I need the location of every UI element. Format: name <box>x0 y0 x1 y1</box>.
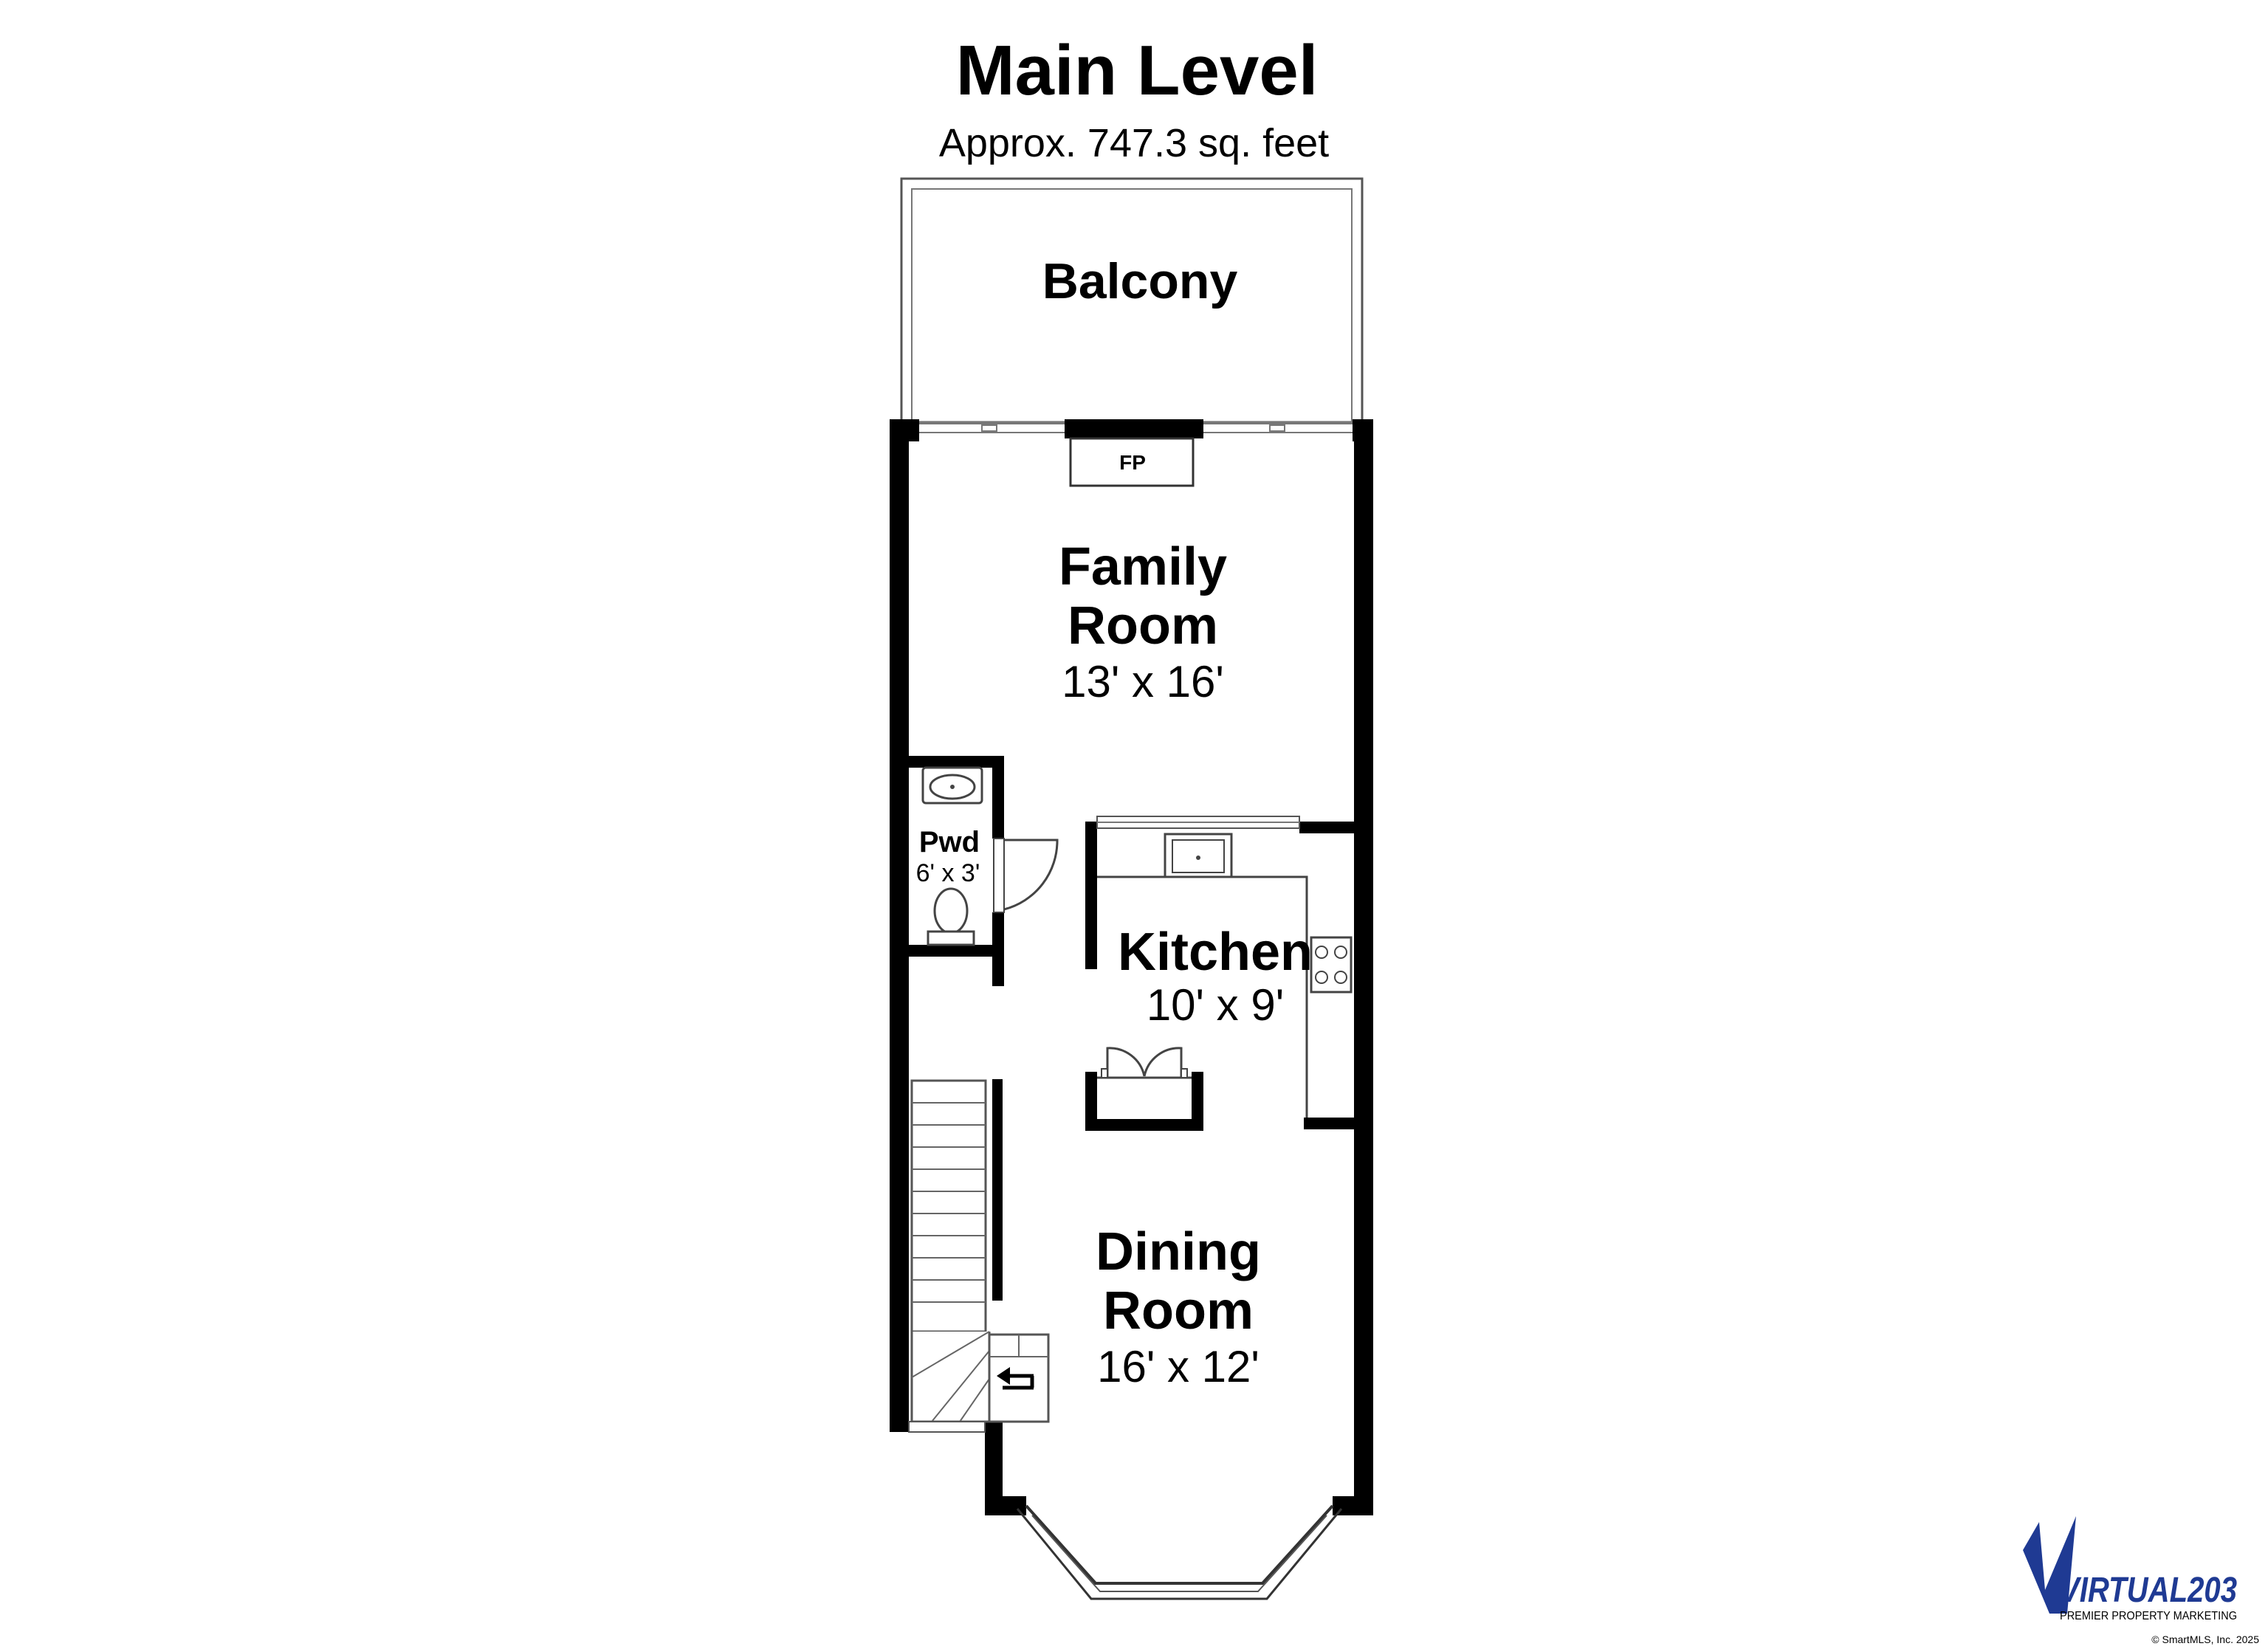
kitchen-dims: 10' x 9' <box>1147 980 1284 1030</box>
logo-tagline: PREMIER PROPERTY MARKETING <box>2060 1610 2237 1622</box>
plan-title: Main Level <box>956 31 1319 110</box>
family-room-label-line2: Room <box>1068 596 1218 655</box>
toilet-icon <box>927 887 975 946</box>
dining-room-label-line1: Dining <box>1096 1222 1261 1281</box>
family-room-dims: 13' x 16' <box>1062 657 1224 706</box>
copyright-notice: © SmartMLS, Inc. 2025 <box>2151 1633 2259 1645</box>
pantry <box>1085 1047 1203 1131</box>
powder-room-dims: 6' x 3' <box>916 859 980 887</box>
staircase <box>908 1079 1050 1433</box>
dining-room-label-line2: Room <box>1103 1281 1254 1340</box>
powder-room: Pwd 6' x 3' <box>909 756 1059 986</box>
top-wall <box>890 419 1373 441</box>
exterior-walls <box>890 419 1373 1515</box>
family-room-label-line1: Family <box>1059 537 1227 596</box>
stove-icon <box>1310 936 1353 994</box>
virtual203-logo: VIRTUAL203 PREMIER PROPERTY MARKETING <box>2023 1516 2237 1622</box>
logo-wordmark: VIRTUAL203 <box>2060 1571 2237 1610</box>
stairs-direction-arrow-icon <box>997 1367 1034 1390</box>
fireplace: FP <box>1069 437 1195 487</box>
kitchen-sink-icon <box>1164 833 1233 878</box>
plan-subtitle: Approx. 747.3 sq. feet <box>939 121 1329 165</box>
kitchen: Kitchen 10' x 9' <box>1085 816 1354 1129</box>
bay-window <box>1016 1504 1343 1600</box>
dining-room-dims: 16' x 12' <box>1097 1342 1260 1391</box>
powder-room-label: Pwd <box>919 826 980 858</box>
kitchen-label: Kitchen <box>1118 923 1313 982</box>
balcony-label: Balcony <box>1042 253 1238 309</box>
sink-icon <box>921 766 983 805</box>
fireplace-label: FP <box>1119 451 1146 474</box>
balcony: Balcony <box>900 177 1364 424</box>
